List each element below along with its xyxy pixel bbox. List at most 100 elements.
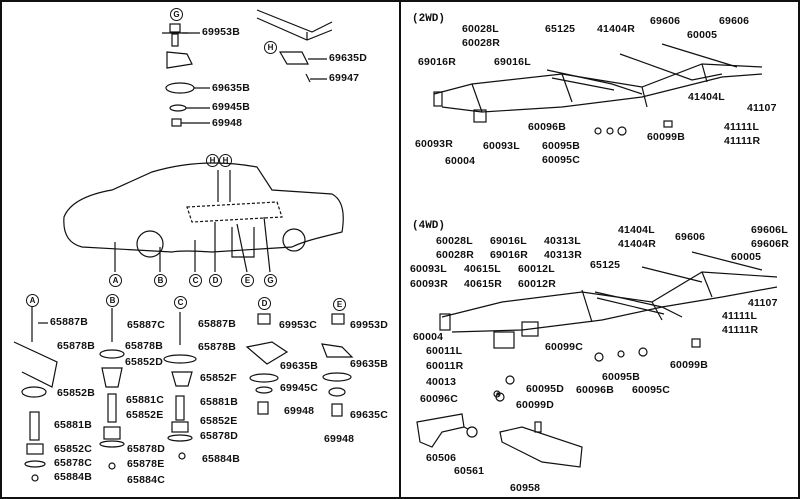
part-number-label: 65125: [590, 259, 621, 271]
callout-marker: G: [170, 8, 183, 21]
mount-stack-drawings: [13, 307, 354, 482]
part-number-label: 60095D: [526, 383, 564, 395]
part-number-label: 65852B: [57, 387, 95, 399]
part-number-label: 60005: [731, 251, 762, 263]
part-number-label: 60028L: [436, 235, 473, 247]
part-number-label: 69945B: [212, 101, 250, 113]
part-number-label: 65887B: [50, 316, 88, 328]
part-number-label: 65884C: [127, 474, 165, 486]
part-number-label: 65852F: [200, 372, 237, 384]
part-number-label: 69947: [329, 72, 360, 84]
callout-marker: G: [264, 274, 277, 287]
part-number-label: 60095C: [632, 384, 670, 396]
callout-marker: E: [241, 274, 254, 287]
part-number-label: 69948: [212, 117, 243, 129]
part-number-label: 69606: [719, 15, 750, 27]
part-number-label: 65884B: [202, 453, 240, 465]
part-number-label: 65852D: [125, 356, 163, 368]
part-number-label: 65878E: [127, 458, 165, 470]
part-number-label: 60012L: [518, 263, 555, 275]
part-number-label: 60011R: [426, 360, 464, 372]
part-number-label: 41111L: [722, 310, 758, 322]
part-number-label: 41404R: [618, 238, 656, 250]
part-number-label: 69606R: [751, 238, 789, 250]
bracket-h-drawing: [256, 9, 333, 83]
part-number-label: 69635D: [329, 52, 367, 64]
part-number-label: 65878D: [127, 443, 165, 455]
part-number-label: 65878B: [125, 340, 163, 352]
part-number-label: 65881C: [126, 394, 164, 406]
part-number-label: 60095B: [542, 140, 580, 152]
part-number-label: 69016L: [490, 235, 527, 247]
part-number-label: 65852C: [54, 443, 92, 455]
part-number-label: 69945C: [280, 382, 318, 394]
part-number-label: 41111R: [722, 324, 759, 336]
part-number-label: 69016R: [418, 56, 456, 68]
part-number-label: 65881B: [200, 396, 238, 408]
part-number-label: 40313L: [544, 235, 581, 247]
part-number-label: 69948: [324, 433, 355, 445]
part-number-label: 65852E: [126, 409, 164, 421]
part-number-label: 41111R: [724, 135, 761, 147]
callout-marker: H: [219, 154, 232, 167]
callout-marker: A: [26, 294, 39, 307]
part-number-label: 65881B: [54, 419, 92, 431]
part-number-label: 41404R: [597, 23, 635, 35]
part-number-label: 69953B: [202, 26, 240, 38]
callout-marker: D: [258, 297, 271, 310]
part-number-label: 69953C: [279, 319, 317, 331]
part-number-label: 60096C: [420, 393, 458, 405]
car-outline-drawing: [63, 162, 344, 273]
part-number-label: 65878B: [198, 341, 236, 353]
part-number-label: 40313R: [544, 249, 582, 261]
section-title-4wd: (4WD): [412, 220, 446, 232]
callout-marker: H: [206, 154, 219, 167]
part-number-label: 60005: [687, 29, 718, 41]
part-number-label: 60028R: [436, 249, 474, 261]
part-number-label: 40615R: [464, 278, 502, 290]
part-number-label: 41107: [748, 297, 778, 309]
part-number-label: 69948: [284, 405, 315, 417]
callout-marker: B: [106, 294, 119, 307]
part-number-label: 60095C: [542, 154, 580, 166]
frame-2wd-drawing: [433, 43, 763, 136]
part-number-label: 60099B: [647, 131, 685, 143]
part-number-label: 41107: [747, 102, 777, 114]
part-number-label: 69606L: [751, 224, 788, 236]
frame-4wd-drawing: [416, 251, 778, 468]
callout-marker: A: [109, 274, 122, 287]
part-number-label: 60093L: [410, 263, 447, 275]
part-number-label: 60004: [413, 331, 444, 343]
callout-marker: C: [174, 296, 187, 309]
callout-marker: D: [209, 274, 222, 287]
part-number-label: 65878D: [200, 430, 238, 442]
callout-marker: E: [333, 298, 346, 311]
section-title-2wd: (2WD): [412, 13, 446, 25]
part-number-label: 60099B: [670, 359, 708, 371]
part-number-label: 65887C: [127, 319, 165, 331]
part-number-label: 60561: [454, 465, 485, 477]
part-number-label: 65852E: [200, 415, 238, 427]
part-number-label: 65887B: [198, 318, 236, 330]
part-number-label: 60096B: [576, 384, 614, 396]
part-number-label: 69635B: [350, 358, 388, 370]
part-number-label: 40013: [426, 376, 457, 388]
part-number-label: 69606: [675, 231, 706, 243]
part-number-label: 41404L: [618, 224, 655, 236]
part-number-label: 41111L: [724, 121, 760, 133]
part-number-label: 69016L: [494, 56, 531, 68]
part-number-label: 60096B: [528, 121, 566, 133]
bolt-g-drawing: [162, 23, 210, 127]
part-number-label: 60093R: [415, 138, 453, 150]
part-number-label: 60028R: [462, 37, 500, 49]
part-number-label: 41404L: [688, 91, 725, 103]
part-number-label: 60011L: [426, 345, 463, 357]
part-number-label: 69016R: [490, 249, 528, 261]
part-number-label: 60099D: [516, 399, 554, 411]
part-number-label: 60099C: [545, 341, 583, 353]
part-number-label: 65878C: [54, 457, 92, 469]
part-number-label: 60095B: [602, 371, 640, 383]
part-number-label: 69606: [650, 15, 681, 27]
